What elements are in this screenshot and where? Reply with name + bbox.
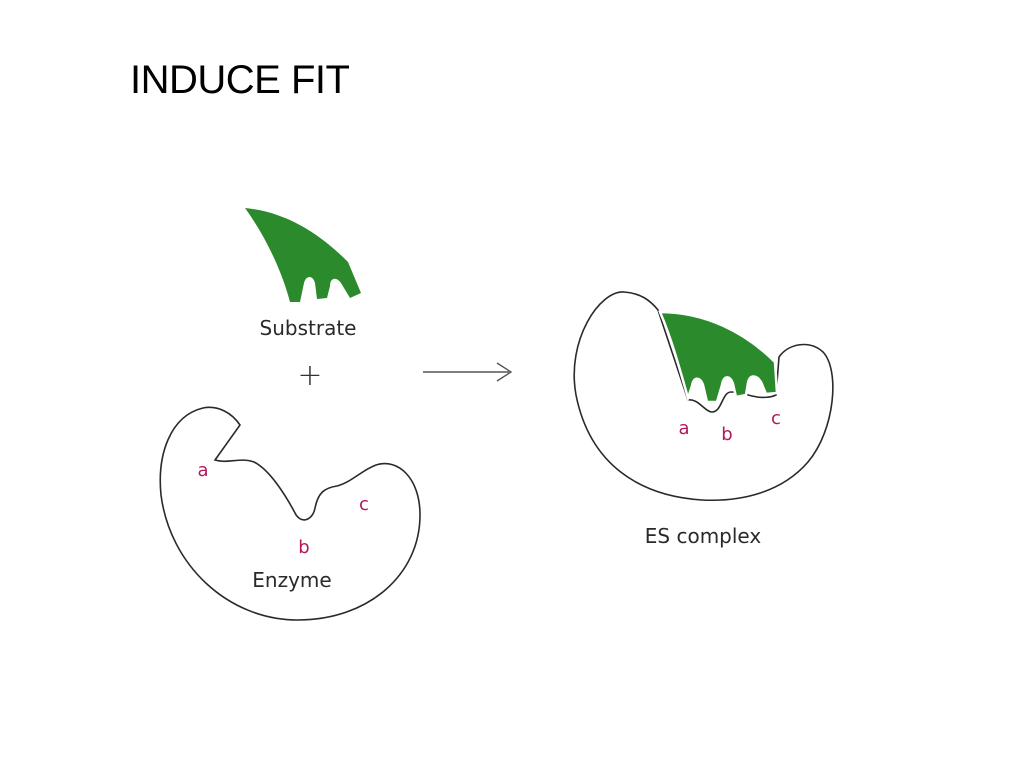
reaction-arrow — [423, 362, 513, 382]
es-complex-site-c: c — [771, 408, 781, 429]
enzyme-site-a: a — [197, 460, 208, 481]
plus-sign: + — [297, 358, 322, 393]
enzyme-shape — [159, 406, 421, 621]
enzyme-site-c: c — [359, 494, 369, 515]
enzyme-site-b: b — [298, 537, 309, 558]
es-complex-enzyme-shape — [573, 291, 834, 502]
substrate-label: Substrate — [260, 316, 357, 340]
substrate-shape — [245, 208, 361, 302]
es-complex-site-a: a — [678, 418, 689, 439]
es-complex-substrate-shape — [658, 310, 779, 404]
enzyme-label: Enzyme — [252, 568, 331, 592]
es-complex-site-b: b — [721, 424, 732, 445]
slide-title: INDUCE FIT — [130, 58, 350, 102]
es-complex-label: ES complex — [645, 524, 762, 548]
